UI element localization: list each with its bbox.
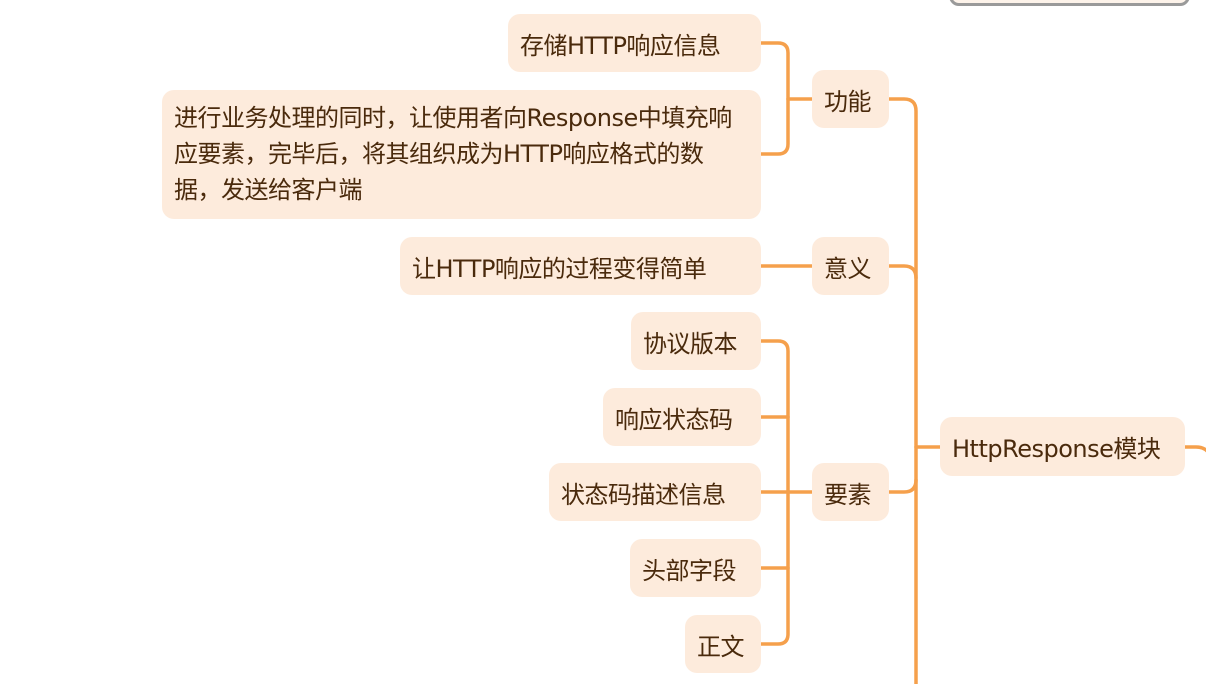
trunk-elements [887, 478, 918, 494]
leaf-body[interactable]: 正文 [685, 615, 761, 673]
branch-function[interactable]: 功能 [812, 70, 889, 128]
leaf-store-http-response[interactable]: 存储HTTP响应信息 [508, 14, 761, 72]
root-right [1183, 445, 1206, 453]
leaf-business-processing[interactable]: 进行业务处理的同时，让使用者向Response中填充响应要素，完毕后，将其组织成… [162, 90, 761, 219]
trunk-meaning [887, 264, 918, 280]
leaf-status-code[interactable]: 响应状态码 [603, 388, 761, 446]
branch-elements[interactable]: 要素 [812, 463, 889, 521]
root-node[interactable]: HttpResponse模块 [940, 417, 1185, 476]
leaf-simplify[interactable]: 让HTTP响应的过程变得简单 [400, 237, 761, 295]
leaf-header-fields[interactable]: 头部字段 [630, 539, 761, 597]
leaf-protocol-version[interactable]: 协议版本 [631, 312, 761, 370]
connector-elements-leaves [759, 415, 814, 570]
branch-meaning[interactable]: 意义 [812, 237, 889, 295]
connector-func-leaf1 [759, 41, 790, 156]
trunk [887, 97, 918, 684]
leaf-status-description[interactable]: 状态码描述信息 [549, 463, 761, 521]
